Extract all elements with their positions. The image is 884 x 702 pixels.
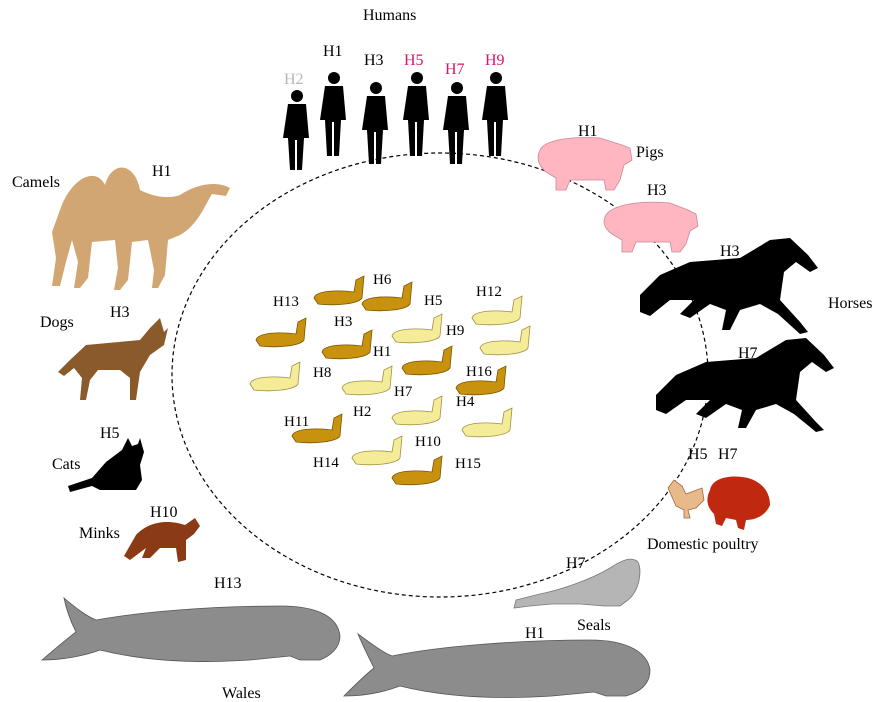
duck-silhouette (322, 330, 372, 359)
human-subtype-label: H5 (404, 53, 424, 69)
duck-silhouette (250, 362, 300, 391)
reservoir-subtype-label: H6 (373, 273, 391, 288)
duck-silhouette (462, 408, 512, 437)
camel-subtype-label: H1 (152, 164, 172, 180)
duck-silhouette (392, 314, 442, 343)
human-subtype-label: H1 (323, 44, 343, 60)
reservoir-subtype-label: H10 (415, 435, 441, 450)
human-subtype-label: H9 (485, 53, 505, 69)
host-label-domestic-poultry: Domestic poultry (647, 537, 759, 553)
cat-subtype-label: H5 (100, 426, 120, 442)
human-figure (283, 90, 309, 170)
whale-subtype-label: H1 (525, 626, 545, 642)
pig-silhouette (538, 138, 632, 191)
host-label-minks: Minks (79, 526, 120, 542)
human-figure (443, 82, 469, 164)
camel-silhouette (52, 168, 230, 290)
reservoir-subtype-label: H12 (476, 285, 502, 300)
pig-silhouette (604, 202, 698, 252)
reservoir-subtype-label: H2 (353, 405, 371, 420)
human-subtype-label: H3 (364, 53, 384, 69)
duck-silhouette (342, 366, 392, 395)
human-subtype-label: H2 (284, 72, 304, 88)
poultry-subtype-label: H7 (718, 447, 738, 463)
duck-silhouette (314, 276, 364, 305)
host-label-pigs: Pigs (636, 145, 664, 161)
horse-subtype-label: H7 (738, 346, 758, 362)
pig-subtype-label: H1 (578, 124, 598, 140)
host-label-camels: Camels (12, 175, 60, 191)
horse-subtype-label: H3 (720, 244, 740, 260)
reservoir-subtype-label: H5 (424, 294, 442, 309)
reservoir-subtype-label: H9 (446, 324, 464, 339)
human-figure (362, 82, 388, 164)
duck-silhouette (472, 296, 522, 325)
reservoir-subtype-label: H15 (455, 457, 481, 472)
mink-subtype-label: H10 (150, 505, 178, 521)
seal-subtype-label: H7 (566, 556, 586, 572)
whale-subtype-label: H13 (214, 576, 242, 592)
reservoir-subtype-label: H16 (466, 365, 492, 380)
reservoir-subtype-label: H3 (334, 315, 352, 330)
host-label-cats: Cats (52, 457, 80, 473)
human-figure (320, 72, 346, 156)
host-label-horses: Horses (828, 296, 872, 312)
mink-silhouette (124, 518, 200, 562)
duck-silhouette (256, 318, 306, 347)
dog-subtype-label: H3 (110, 305, 130, 321)
reservoir-subtype-label: H7 (394, 385, 412, 400)
duck-silhouette (480, 326, 530, 355)
pig-subtype-label: H3 (647, 183, 667, 199)
duck-light-group (250, 296, 530, 465)
reservoir-subtype-label: H1 (373, 345, 391, 360)
duck-silhouette (402, 346, 452, 375)
reservoir-subtype-label: H13 (273, 295, 299, 310)
reservoir-subtype-label: H8 (313, 366, 331, 381)
chicken-silhouette (668, 480, 704, 518)
duck-silhouette (392, 396, 442, 425)
host-label-humans: Humans (363, 8, 416, 24)
host-label-whales: Wales (222, 686, 261, 702)
host-label-dogs: Dogs (40, 315, 74, 331)
human-figure (403, 72, 429, 156)
reservoir-subtype-label: H14 (313, 456, 339, 471)
human-subtype-label: H7 (445, 62, 465, 78)
whale-silhouette (42, 598, 340, 662)
duck-silhouette (352, 436, 402, 465)
duck-silhouette (392, 456, 442, 485)
dog-silhouette (58, 318, 168, 400)
reservoir-subtype-label: H11 (284, 415, 309, 430)
whale-silhouette (344, 634, 650, 698)
turkey-silhouette (707, 477, 770, 531)
poultry-subtype-label: H5 (688, 447, 708, 463)
reservoir-subtype-label: H4 (456, 395, 474, 410)
host-label-seals: Seals (577, 618, 611, 634)
human-figure (482, 72, 508, 156)
